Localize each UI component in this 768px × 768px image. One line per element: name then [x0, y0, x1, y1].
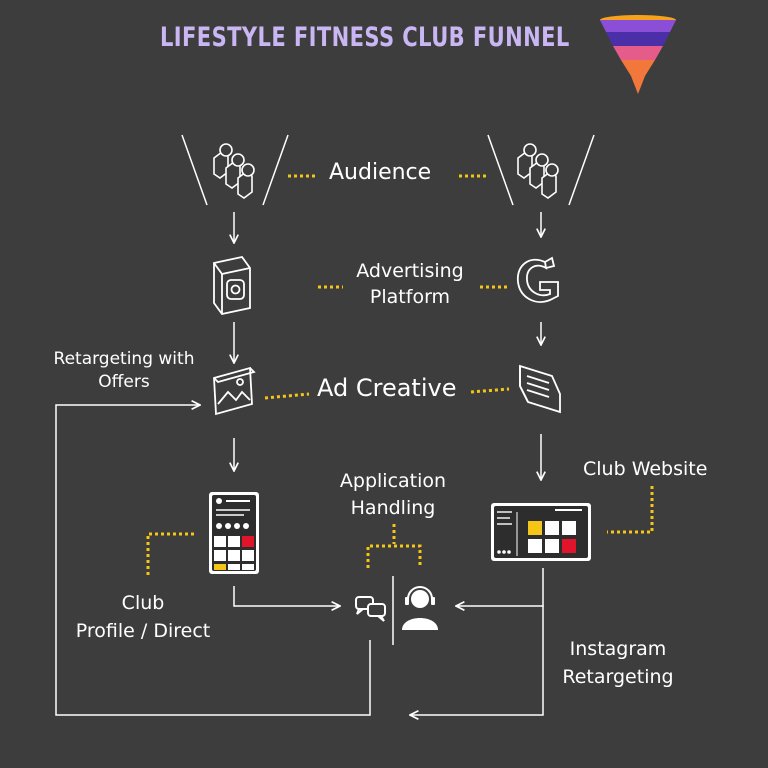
chat-bubbles-icon: [355, 596, 386, 622]
instagram-icon: [213, 255, 251, 316]
funnel-icon: [600, 15, 676, 94]
dotted-connectors: [146, 174, 654, 578]
label-club-line2: Profile / Direct: [75, 620, 211, 642]
label-audience: Audience: [329, 160, 432, 185]
label-instagram-line2: Retargeting: [562, 666, 674, 688]
article-icon: [519, 364, 561, 414]
label-retargeting-line1: Retargeting with: [53, 349, 195, 369]
label-application-line2: Handling: [350, 497, 436, 519]
label-advertising-platform: Advertising Platform: [345, 260, 475, 308]
label-club-website: Club Website: [583, 458, 708, 480]
image-icon: [213, 366, 256, 416]
page-title: LIFESTYLE FITNESS CLUB FUNNEL: [160, 22, 570, 53]
mobile-profile-icon: [209, 492, 259, 574]
website-icon: [491, 503, 591, 561]
label-club-profile: Club Profile / Direct: [58, 592, 228, 642]
label-retargeting-offers: Retargeting with Offers: [38, 349, 210, 392]
users-group-icon: [213, 143, 255, 199]
audience-right-bracket: [487, 134, 595, 206]
label-advertising-line1: Advertising: [356, 260, 464, 282]
label-ad-creative: Ad Creative: [317, 374, 457, 402]
label-application-line1: Application: [339, 470, 447, 492]
label-instagram-line1: Instagram: [569, 638, 667, 660]
users-group-icon: [517, 143, 559, 199]
flow-lines: [55, 405, 544, 715]
label-advertising-line2: Platform: [369, 286, 451, 308]
support-agent-icon: [402, 586, 438, 630]
label-instagram-retargeting: Instagram Retargeting: [548, 638, 688, 688]
audience-left-bracket: [181, 134, 289, 206]
label-application-handling: Application Handling: [328, 470, 458, 519]
google-icon: [517, 256, 559, 303]
label-club-line1: Club: [121, 592, 165, 614]
label-retargeting-line2: Offers: [98, 372, 150, 392]
